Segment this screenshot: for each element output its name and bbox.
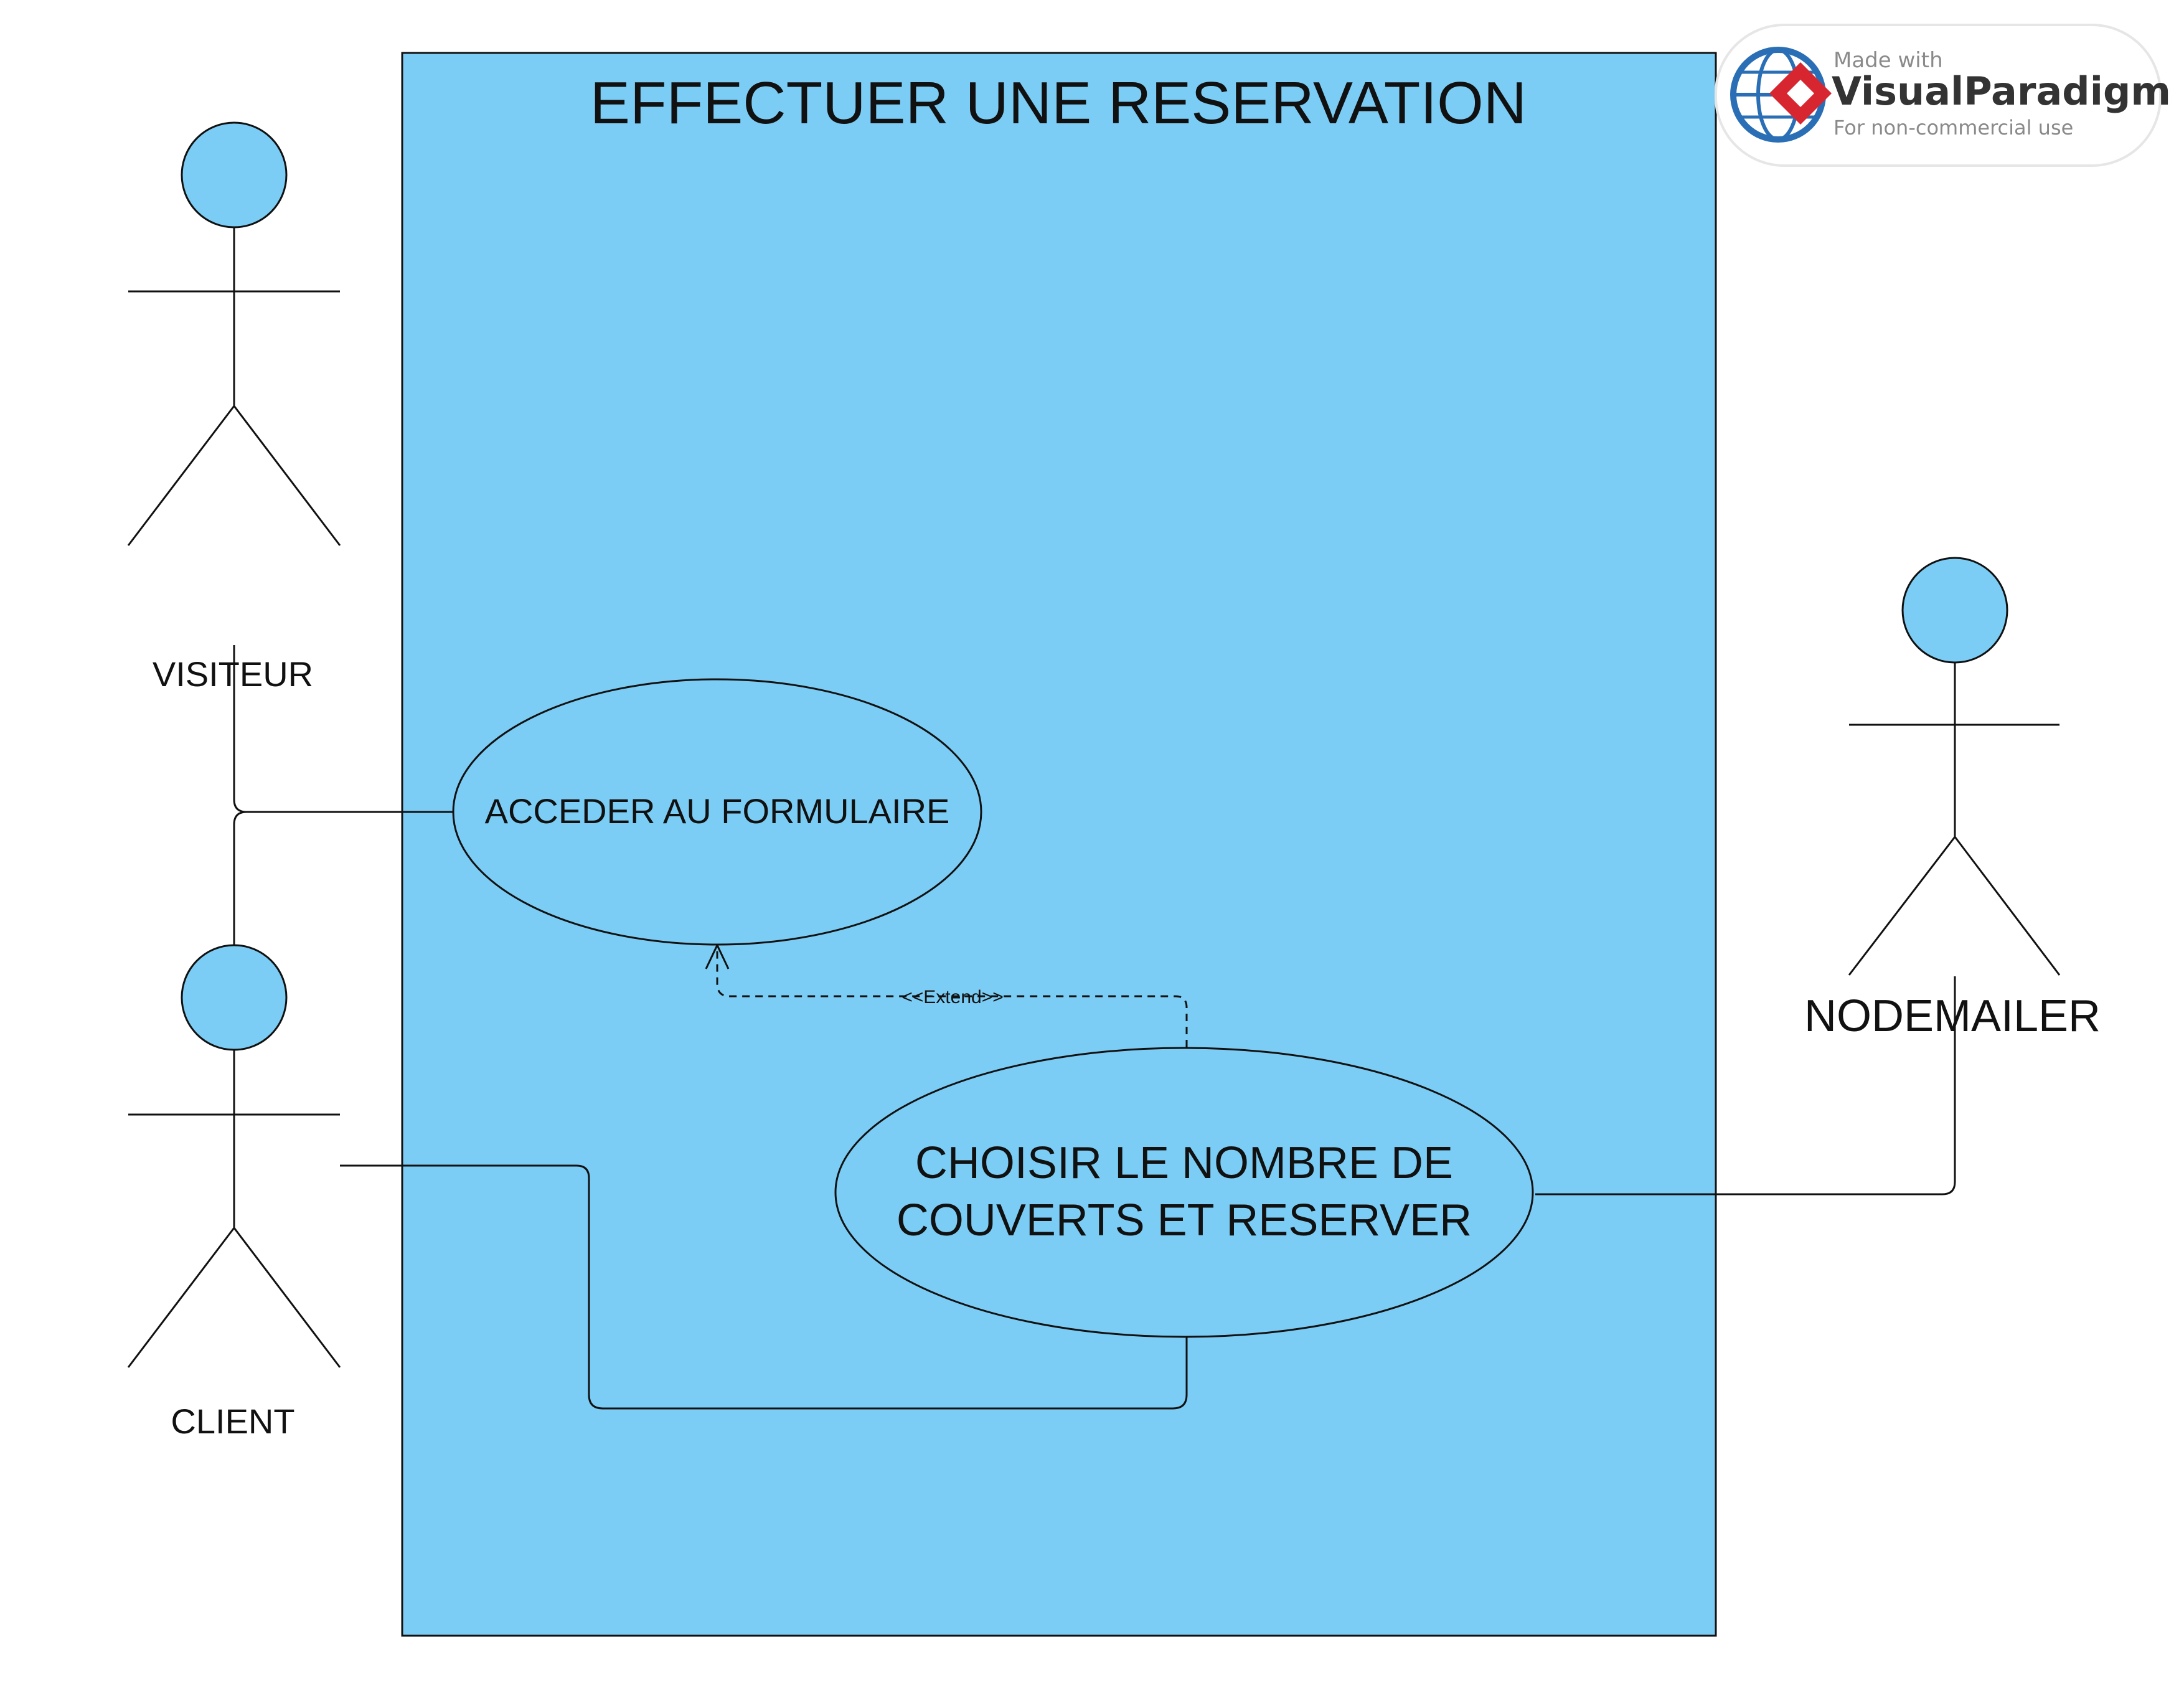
use-case-choisir-label-line2: COUVERTS ET RESERVER: [897, 1195, 1472, 1245]
actor-client-head: [181, 944, 288, 1051]
actor-nodemailer: [1848, 557, 2061, 976]
use-case-choisir-label-line1: CHOISIR LE NOMBRE DE: [915, 1138, 1453, 1188]
actor-visiteur-label: VISITEUR: [153, 654, 313, 694]
badge-made-with: Made with: [1833, 48, 1943, 73]
actor-visiteur-head: [181, 121, 288, 229]
globe-logo-icon: [1730, 47, 1832, 143]
use-case-acceder-label: ACCEDER AU FORMULAIRE: [485, 791, 950, 831]
badge-note: For non-commercial use: [1833, 116, 2073, 139]
actor-client: [127, 944, 341, 1368]
association-client-choisir: [340, 1164, 1188, 1410]
use-case-choisir: [834, 1047, 1534, 1338]
svg-text:VisualParadigm: VisualParadigm: [1832, 68, 2171, 114]
system-title: EFFECTUER UNE RESERVATION: [590, 70, 1527, 136]
actor-nodemailer-head: [1901, 557, 2008, 664]
badge-brand-paradigm: Paradigm: [1964, 68, 2171, 114]
use-case-acceder: [452, 678, 982, 946]
actor-nodemailer-label: NODEMAILER: [1804, 991, 2101, 1041]
association-client-acceder: [233, 811, 247, 945]
actor-client-label: CLIENT: [171, 1402, 294, 1441]
actor-visiteur: [127, 121, 341, 546]
extend-label: <<Extend>>: [901, 987, 1003, 1007]
association-nodemailer-choisir: [1535, 976, 1956, 1195]
visual-paradigm-badge: Made with VisualParadigm For non-commerc…: [1715, 24, 2171, 167]
badge-brand-visual: Visual: [1832, 68, 1964, 114]
